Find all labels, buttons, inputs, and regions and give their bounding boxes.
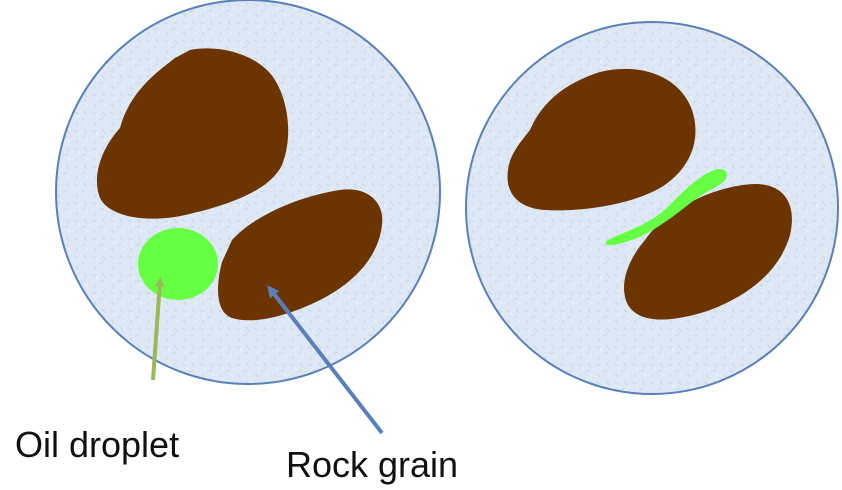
left-pore [56, 0, 440, 433]
rock-grain-label: Rock grain [286, 444, 458, 486]
right-pore [466, 22, 838, 394]
oil-droplet-label: Oil droplet [15, 424, 179, 466]
oil-droplet [138, 228, 218, 300]
